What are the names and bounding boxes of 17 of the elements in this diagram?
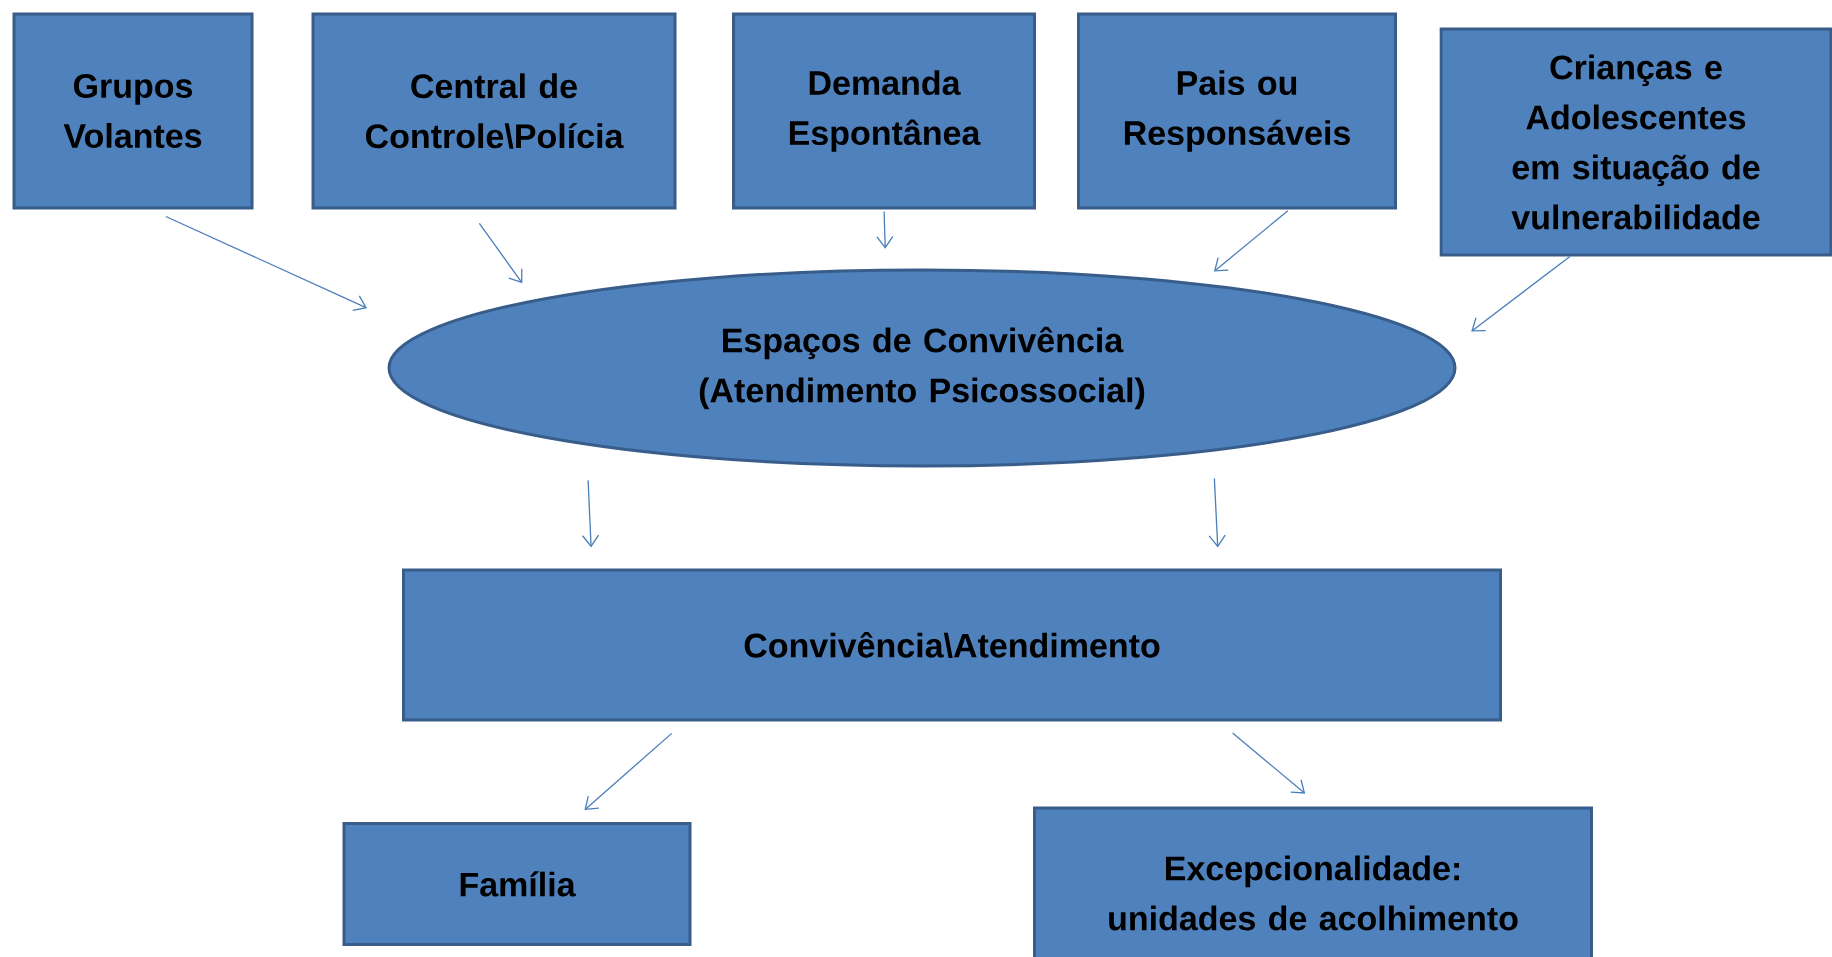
- process-box: Crianças e Adolescentes em situação de vulnerabilidade: [1439, 27, 1832, 257]
- arrow: [1213, 210, 1289, 272]
- arrow: [1208, 477, 1226, 548]
- process-box: Pais ou Responsáveis: [1077, 12, 1397, 210]
- process-box: Central de Controle\Polícia: [311, 12, 677, 210]
- arrow: [165, 215, 368, 312]
- arrow: [584, 732, 673, 811]
- process-box: Grupos Volantes: [12, 12, 254, 210]
- arrow: [581, 479, 600, 548]
- arrow: [1471, 255, 1571, 332]
- process-box: Convivência\Atendimento: [402, 568, 1502, 722]
- process-box: Excepcionalidade: unidades de acolhimento: [1033, 806, 1593, 957]
- arrow: [1231, 732, 1306, 794]
- process-box: Família: [342, 822, 692, 946]
- process-box: Demanda Espontânea: [732, 12, 1036, 210]
- arrow: [876, 210, 894, 249]
- arrow: [478, 222, 523, 284]
